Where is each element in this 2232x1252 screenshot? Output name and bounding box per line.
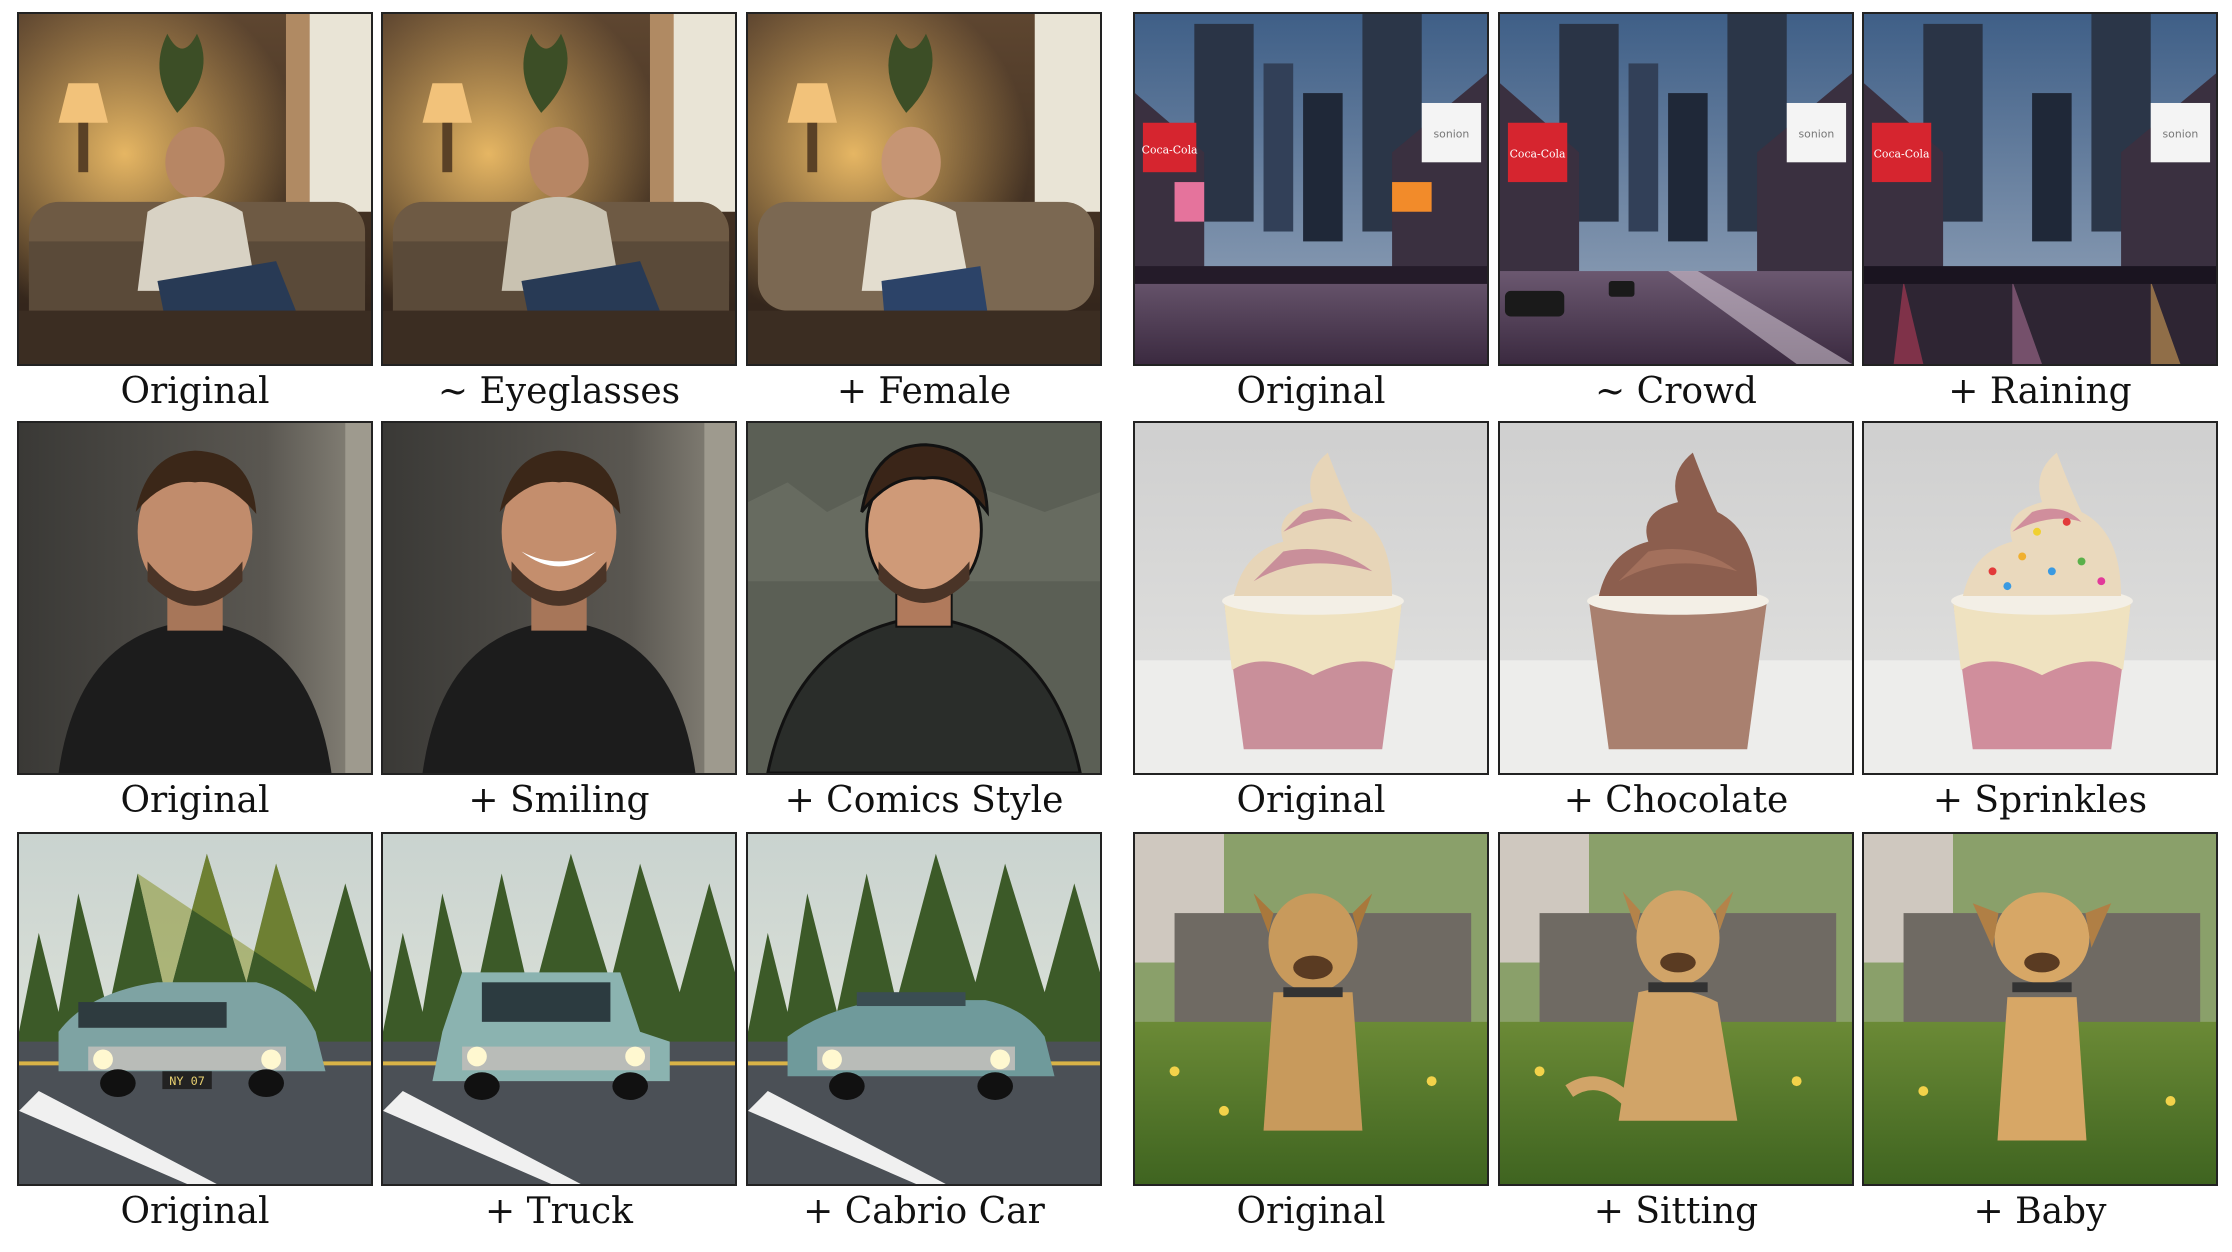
coca-cola-sign: Coca-Cola [1142, 143, 1198, 156]
caption: Original [1236, 1191, 1386, 1232]
living-room-photo [746, 12, 1102, 366]
dog-photo [1862, 832, 2218, 1186]
caption: + Baby [1973, 1191, 2107, 1232]
caption: Original [120, 780, 270, 821]
caption: Original [1236, 780, 1386, 821]
city-photo: Coca-Cola sonion [1498, 12, 1854, 366]
caption: Original [120, 371, 270, 412]
caption: + Raining [1948, 371, 2132, 412]
caption: Original [120, 1191, 270, 1232]
brand-sign: sonion [1799, 128, 1835, 141]
coca-cola-sign: Coca-Cola [1510, 147, 1566, 160]
caption: + Cabrio Car [803, 1191, 1045, 1232]
car-photo: NY 07 [17, 832, 373, 1186]
dog-photo [1498, 832, 1854, 1186]
caption: + Smiling [468, 780, 650, 821]
city-photo: Coca-Cola sonion [1862, 12, 2218, 366]
caption: + Chocolate [1563, 780, 1789, 821]
license-plate: NY 07 [169, 1074, 205, 1088]
ice-cream-photo [1862, 421, 2218, 775]
caption: ~ Eyeglasses [437, 371, 681, 412]
brand-sign: sonion [1434, 128, 1470, 141]
caption: + Comics Style [784, 780, 1064, 821]
city-photo: Coca-Cola sonion [1133, 12, 1489, 366]
living-room-photo [17, 12, 373, 366]
caption: + Truck [485, 1191, 633, 1232]
caption: + Sprinkles [1932, 780, 2148, 821]
living-room-photo [381, 12, 737, 366]
car-photo [381, 832, 737, 1186]
caption: Original [1236, 371, 1386, 412]
coca-cola-sign: Coca-Cola [1874, 147, 1930, 160]
portrait-photo [381, 421, 737, 775]
caption: + Female [836, 371, 1012, 412]
portrait-photo [17, 421, 373, 775]
caption: ~ Crowd [1595, 371, 1757, 412]
ice-cream-photo [1133, 421, 1489, 775]
portrait-photo [746, 421, 1102, 775]
caption: + Sitting [1593, 1191, 1759, 1232]
dog-photo [1133, 832, 1489, 1186]
car-photo [746, 832, 1102, 1186]
brand-sign: sonion [2163, 128, 2199, 141]
ice-cream-photo [1498, 421, 1854, 775]
